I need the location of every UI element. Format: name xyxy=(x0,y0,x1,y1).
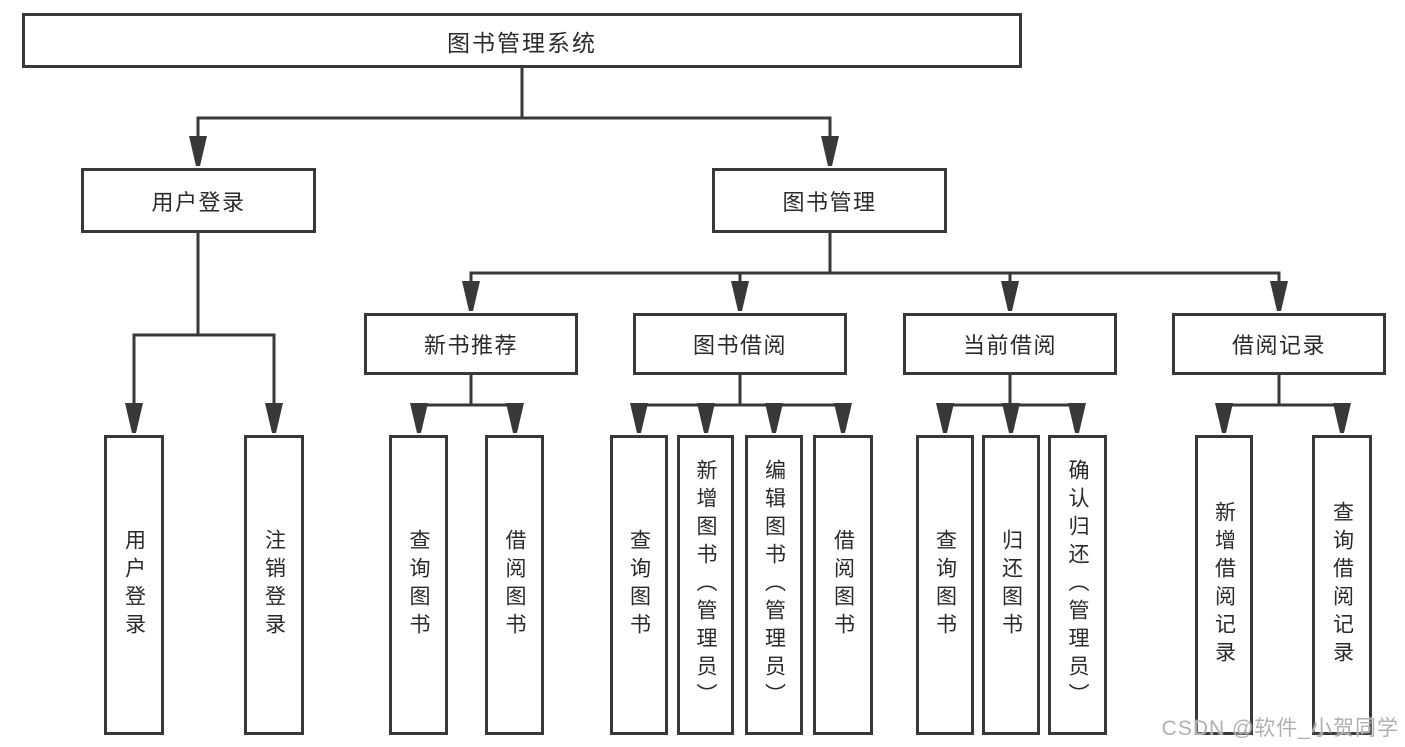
connector-book-mgmt xyxy=(469,231,1281,289)
node-borrowing-records: 借阅记录 xyxy=(1172,313,1386,375)
arrowhead xyxy=(125,403,143,433)
arrowhead xyxy=(1333,403,1351,433)
leaf-nb-query-books-label: 查询图书 xyxy=(407,529,430,641)
leaf-logout-label: 注销登录 xyxy=(262,529,286,641)
leaf-cb-confirm-return-admin-label: 确认归还（管理员） xyxy=(1066,459,1089,711)
csdn-watermark: CSDN @软件_小贺同学 xyxy=(1161,717,1399,740)
leaf-bb-query-books: 查询图书 xyxy=(610,435,668,735)
node-library-system: 图书管理系统 xyxy=(22,13,1022,68)
arrowhead xyxy=(697,403,715,433)
node-borrowing-records-label: 借阅记录 xyxy=(1231,333,1326,358)
node-new-book-recommend-label: 新书推荐 xyxy=(423,333,518,358)
node-user-login: 用户登录 xyxy=(81,168,316,233)
leaf-bb-borrow-books: 借阅图书 xyxy=(813,435,873,735)
leaf-cb-query-books: 查询图书 xyxy=(916,435,974,735)
arrowhead xyxy=(821,136,839,166)
arrowhead xyxy=(462,281,480,311)
node-current-borrowing: 当前借阅 xyxy=(903,313,1117,375)
leaf-cb-confirm-return-admin: 确认归还（管理员） xyxy=(1048,435,1107,735)
leaf-br-query-record-label: 查询借阅记录 xyxy=(1330,501,1354,669)
leaf-user-login-label: 用户登录 xyxy=(122,529,146,641)
node-book-management-label: 图书管理 xyxy=(782,189,877,215)
leaf-nb-borrow-books: 借阅图书 xyxy=(485,435,544,735)
arrowhead xyxy=(1215,403,1233,433)
leaf-cb-return-books: 归还图书 xyxy=(982,435,1040,735)
arrowhead xyxy=(189,136,207,166)
connector-book-borrow xyxy=(637,373,845,411)
arrowhead xyxy=(765,403,783,433)
node-new-book-recommend: 新书推荐 xyxy=(364,313,578,375)
connector-user-login xyxy=(132,231,276,410)
connector-new-book xyxy=(417,373,517,411)
leaf-nb-query-books: 查询图书 xyxy=(389,435,448,735)
leaf-bb-borrow-books-label: 借阅图书 xyxy=(831,529,855,641)
leaf-user-login: 用户登录 xyxy=(104,435,164,735)
arrowhead xyxy=(1270,281,1288,311)
arrowhead xyxy=(506,403,524,433)
leaf-cb-return-books-label: 归还图书 xyxy=(999,529,1023,641)
arrowhead xyxy=(1068,403,1086,433)
arrowhead xyxy=(1002,403,1020,433)
node-book-borrowing: 图书借阅 xyxy=(633,313,847,375)
arrowhead xyxy=(1001,281,1019,311)
leaf-br-add-record-label: 新增借阅记录 xyxy=(1212,501,1236,669)
leaf-nb-borrow-books-label: 借阅图书 xyxy=(503,529,526,641)
arrowhead xyxy=(731,281,749,311)
leaf-bb-add-books-admin: 新增图书（管理员） xyxy=(677,435,734,735)
leaf-bb-edit-books-admin: 编辑图书（管理员） xyxy=(745,435,803,735)
connector-borrow-record xyxy=(1222,373,1344,411)
node-current-borrowing-label: 当前借阅 xyxy=(962,333,1057,358)
arrowhead xyxy=(410,403,428,433)
node-book-management: 图书管理 xyxy=(712,168,947,233)
leaf-bb-query-books-label: 查询图书 xyxy=(627,529,651,641)
leaf-br-query-record: 查询借阅记录 xyxy=(1312,435,1372,735)
leaf-bb-edit-books-admin-label: 编辑图书（管理员） xyxy=(762,459,786,711)
node-user-login-label: 用户登录 xyxy=(151,189,246,215)
leaf-br-add-record: 新增借阅记录 xyxy=(1195,435,1253,735)
leaf-bb-add-books-admin-label: 新增图书（管理员） xyxy=(694,459,717,711)
arrowhead xyxy=(936,403,954,433)
arrowhead xyxy=(834,403,852,433)
leaf-cb-query-books-label: 查询图书 xyxy=(933,529,957,641)
node-book-borrowing-label: 图书借阅 xyxy=(692,333,787,358)
leaf-logout: 注销登录 xyxy=(244,435,304,735)
arrowhead xyxy=(630,403,648,433)
node-library-system-label: 图书管理系统 xyxy=(447,29,597,56)
connector-root xyxy=(196,66,832,144)
arrowhead xyxy=(265,403,283,433)
